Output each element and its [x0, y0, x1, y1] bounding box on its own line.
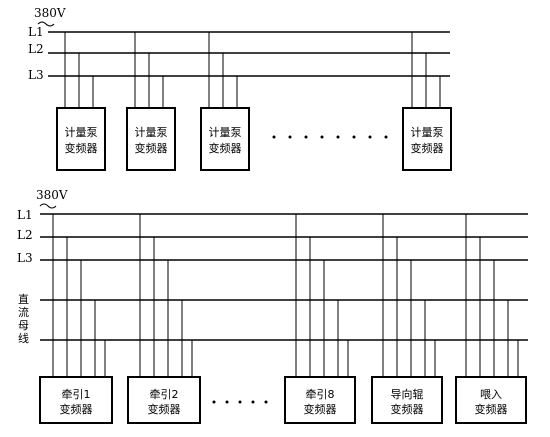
svg-text:导向辊: 导向辊 [391, 387, 424, 401]
top-inverter-box-3: 计量泵 变频器 [200, 107, 250, 171]
top-ac-symbol-icon [37, 21, 55, 27]
svg-text:变频器: 变频器 [135, 141, 168, 155]
svg-text:流: 流 [18, 305, 29, 319]
top-feeder-4 [411, 32, 441, 108]
svg-text:线: 线 [18, 331, 29, 345]
top-bus-label-l2: L2 [28, 42, 44, 56]
svg-text:变频器: 变频器 [391, 402, 424, 416]
svg-text:母: 母 [18, 319, 29, 332]
top-voltage-label: 380V [34, 6, 66, 20]
bottom-ellipsis-dots [212, 400, 268, 404]
bottom-inverter-box-guide-roller: 导向辊 变频器 [371, 376, 443, 424]
top-bus-label-l3: L3 [28, 68, 44, 82]
bottom-ac-symbol-icon [39, 203, 57, 209]
svg-text:变频器: 变频器 [65, 141, 98, 155]
svg-text:变频器: 变频器 [60, 402, 93, 416]
top-inverter-box-1: 计量泵 变频器 [56, 107, 106, 171]
svg-text:变频器: 变频器 [209, 141, 242, 155]
bottom-feeder-5 [465, 214, 519, 377]
bottom-inverter-box-traction-2: 牵引2 变频器 [127, 376, 201, 424]
svg-text:变频器: 变频器 [304, 402, 337, 416]
bottom-inverter-box-traction-1: 牵引1 变频器 [39, 376, 113, 424]
bottom-feeder-4 [382, 214, 436, 377]
top-inverter-box-4: 计量泵 变频器 [402, 107, 452, 171]
bottom-diagram: 380V L1 L2 L3 直 流 母 线 [17, 188, 528, 424]
dc-bus-label: 直 流 母 线 [18, 292, 29, 345]
svg-text:变频器: 变频器 [148, 402, 181, 416]
bottom-feeder-3 [295, 214, 349, 377]
svg-text:计量泵: 计量泵 [209, 126, 242, 139]
top-diagram: 380V L1 L2 L3 [28, 6, 452, 171]
top-bus-label-l1: L1 [28, 25, 44, 39]
top-feeder-1 [64, 32, 94, 108]
top-feeder-3 [208, 32, 238, 108]
bottom-inverter-box-traction-8: 牵引8 变频器 [284, 376, 356, 424]
svg-text:喂入: 喂入 [480, 388, 502, 401]
svg-text:计量泵: 计量泵 [65, 126, 98, 139]
bottom-voltage-label: 380V [36, 188, 68, 202]
svg-text:计量泵: 计量泵 [135, 126, 168, 139]
top-inverter-box-2: 计量泵 变频器 [126, 107, 176, 171]
bottom-bus-label-l3: L3 [17, 251, 33, 265]
bottom-bus-label-l2: L2 [17, 228, 33, 242]
svg-text:计量泵: 计量泵 [411, 126, 444, 139]
bottom-feeder-1 [52, 214, 106, 377]
top-feeder-2 [134, 32, 164, 108]
svg-text:牵引1: 牵引1 [62, 387, 91, 401]
svg-text:变频器: 变频器 [475, 402, 508, 416]
svg-text:牵引8: 牵引8 [306, 387, 335, 401]
top-ellipsis-dots [272, 135, 388, 139]
svg-text:直: 直 [18, 292, 29, 306]
bottom-bus-label-l1: L1 [17, 208, 33, 222]
svg-text:变频器: 变频器 [411, 141, 444, 155]
bottom-inverter-box-feed: 喂入 变频器 [455, 376, 527, 424]
svg-text:牵引2: 牵引2 [150, 387, 179, 401]
bottom-feeder-2 [139, 214, 193, 377]
